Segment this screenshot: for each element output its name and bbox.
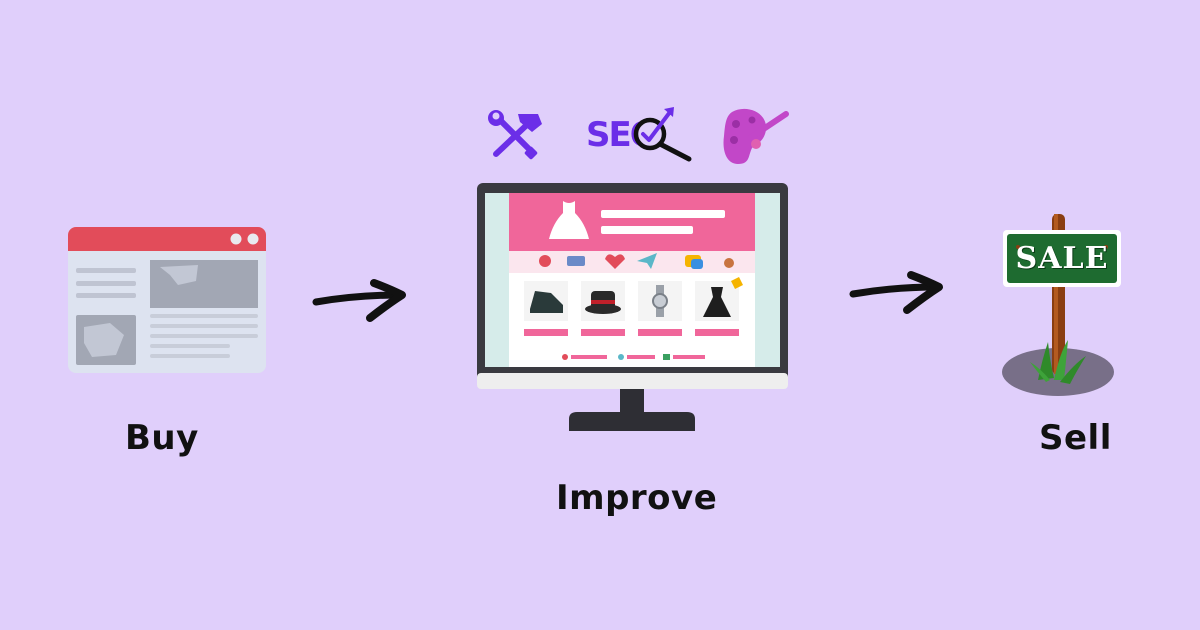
sale-signpost-illustration: SALE xyxy=(996,212,1126,402)
wrench-hammer-icon xyxy=(486,110,546,160)
browser-window-illustration xyxy=(68,227,266,373)
step-sell-label: Sell xyxy=(1039,418,1112,458)
arrow-right-icon xyxy=(312,278,412,324)
monitor-illustration xyxy=(477,183,788,433)
seo-icon: SEO xyxy=(586,104,696,164)
arrow-right-icon xyxy=(849,270,949,316)
step-buy-label: Buy xyxy=(125,418,199,458)
sale-sign-text: SALE xyxy=(1015,241,1109,276)
paint-palette-icon xyxy=(722,104,792,166)
step-improve-label: Improve xyxy=(556,478,718,518)
